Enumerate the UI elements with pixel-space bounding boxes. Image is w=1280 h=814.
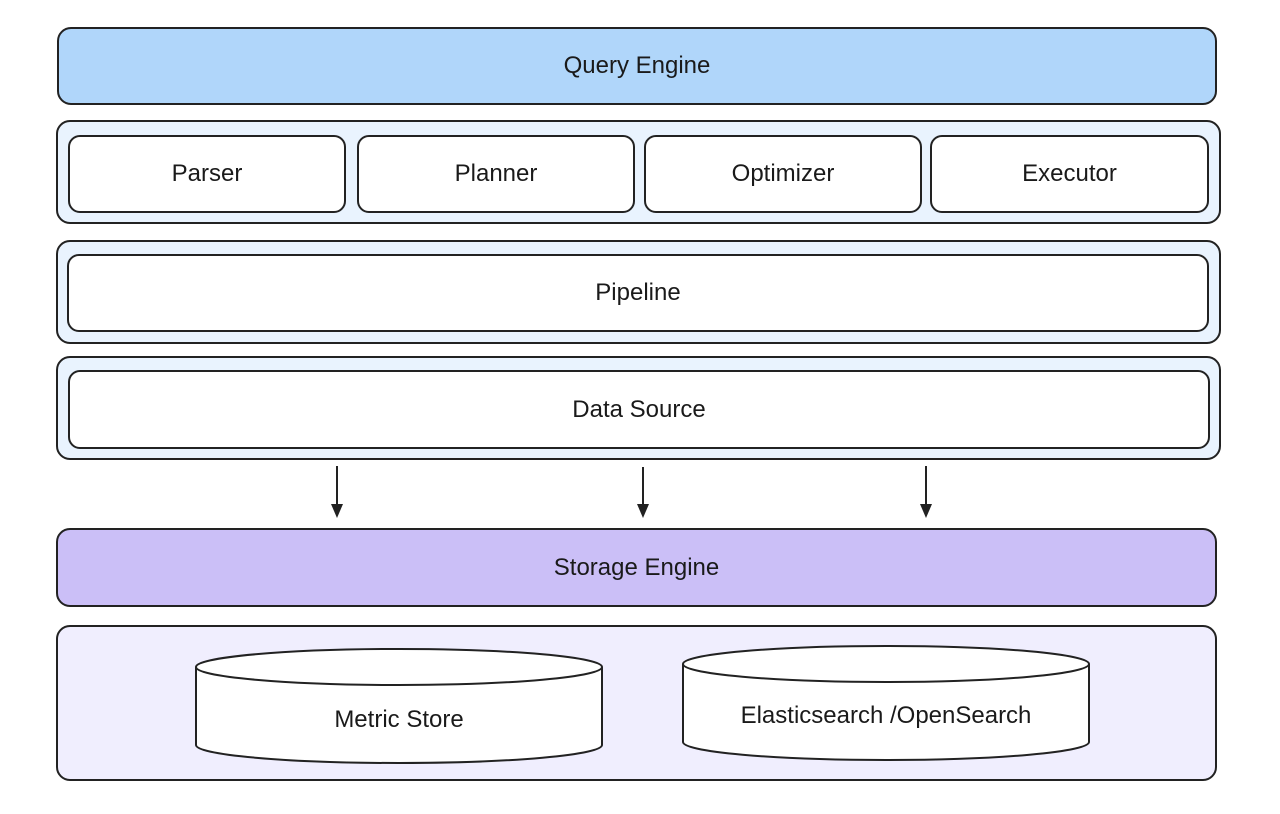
arrow-left	[331, 466, 343, 518]
parser-box: Parser	[68, 135, 346, 213]
metric-store-cylinder	[195, 648, 603, 764]
executor-box: Executor	[930, 135, 1209, 213]
query-engine-banner: Query Engine	[57, 27, 1217, 105]
search-store-cylinder	[682, 645, 1090, 761]
data-source-box: Data Source	[68, 370, 1210, 449]
executor-label: Executor	[1022, 160, 1117, 187]
optimizer-box: Optimizer	[644, 135, 922, 213]
data-source-label: Data Source	[572, 395, 706, 423]
arrow-middle	[637, 467, 649, 518]
planner-label: Planner	[454, 160, 538, 187]
search-store-label: Elasticsearch /OpenSearch	[740, 702, 1032, 729]
planner-box: Planner	[357, 135, 635, 213]
pipeline-label: Pipeline	[595, 279, 681, 306]
arrow-right	[920, 466, 932, 518]
storage-engine-banner: Storage Engine	[56, 528, 1217, 607]
optimizer-label: Optimizer	[731, 160, 835, 187]
metric-store-label: Metric Store	[334, 706, 464, 733]
pipeline-box: Pipeline	[67, 254, 1209, 332]
query-engine-label: Query Engine	[563, 52, 711, 79]
storage-engine-label: Storage Engine	[553, 553, 720, 581]
parser-label: Parser	[171, 160, 243, 187]
